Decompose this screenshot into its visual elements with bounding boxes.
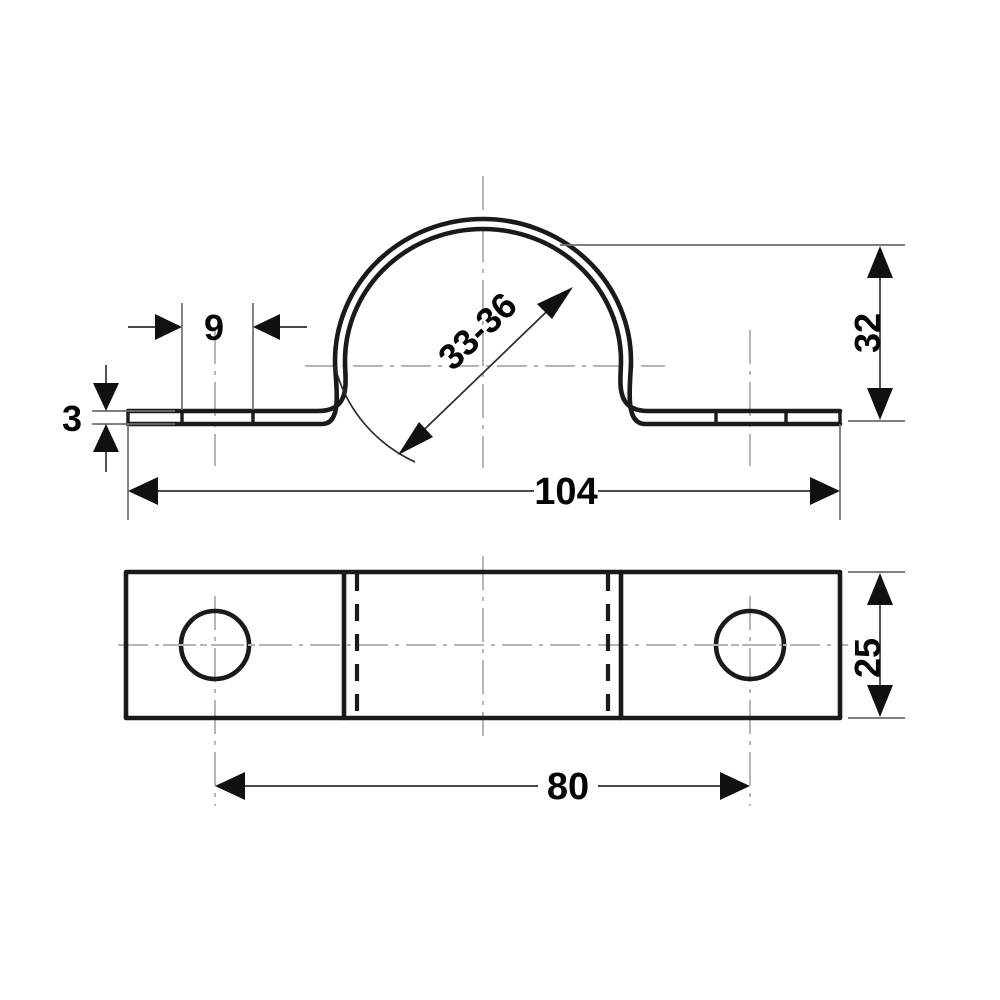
clamp-inner-edge — [125, 216, 843, 427]
bore-diameter-leader: 33-36 — [398, 284, 573, 455]
front-elevation-view: 33-36 3 9 — [62, 176, 905, 520]
strip-width-label: 25 — [847, 638, 888, 678]
thickness-label: 3 — [62, 398, 82, 439]
overall-height-arrow-top — [867, 246, 893, 278]
bore-construction-arc — [334, 365, 416, 463]
thickness-arrow-bottom — [93, 424, 119, 452]
overall-height-arrow-bottom — [867, 388, 893, 420]
plate-outline — [123, 569, 843, 721]
bore-diameter-arrow-upper — [537, 287, 573, 319]
flange-offset-arrow-left — [155, 314, 182, 340]
bore-diameter-label: 33-36 — [430, 284, 525, 377]
hole-spacing-label: 80 — [547, 766, 589, 808]
plan-view: 25 80 — [118, 556, 905, 808]
overall-length-arrow-left — [128, 477, 158, 505]
thickness-arrow-top — [93, 383, 119, 411]
strip-width-arrow-bottom — [867, 685, 893, 717]
overall-height-label: 32 — [847, 313, 888, 353]
flange-offset-label: 9 — [204, 307, 224, 348]
flange-offset-arrow-right — [253, 314, 280, 340]
flange-offset-dimension-group: 9 — [128, 303, 307, 410]
clamp-outer-edge — [125, 226, 843, 414]
front-view-centerlines — [214, 176, 751, 468]
strip-width-arrow-top — [867, 573, 893, 605]
overall-height-dimension-group: 32 — [560, 244, 905, 422]
hole-spacing-dimension-group: 80 — [215, 766, 750, 808]
strip-width-dimension-group: 25 — [847, 571, 905, 719]
hole-spacing-arrow-left — [215, 772, 245, 800]
overall-length-label: 104 — [534, 471, 597, 513]
hole-spacing-arrow-right — [720, 772, 750, 800]
bore-diameter-leader-line — [403, 292, 567, 450]
overall-length-dimension-group: 104 — [127, 424, 841, 520]
plan-view-centerlines — [118, 556, 848, 806]
overall-length-arrow-right — [810, 477, 840, 505]
clamp-outer-profile — [125, 216, 843, 427]
bore-diameter-arrow-lower — [398, 422, 433, 455]
thickness-dimension-group: 3 — [62, 365, 175, 472]
